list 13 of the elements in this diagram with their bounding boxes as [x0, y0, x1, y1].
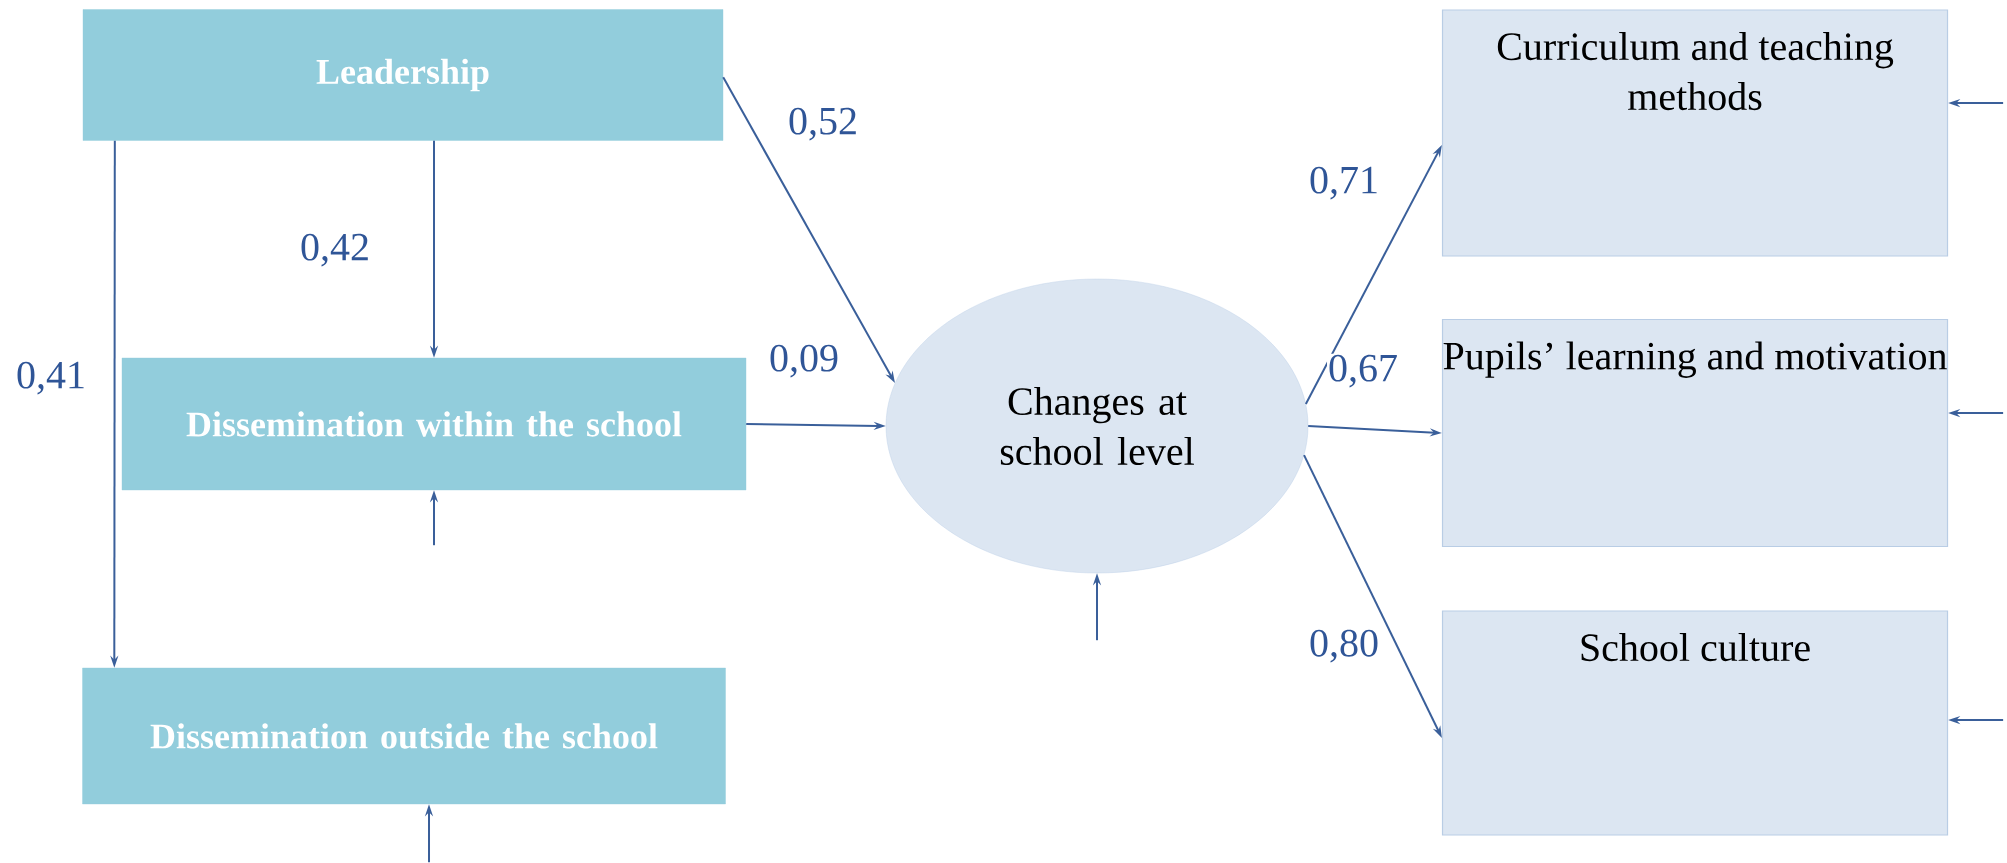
variable-box: Dissemination within the school	[121, 357, 747, 491]
indicator-box: Curriculum and teaching methods	[1441, 9, 1949, 257]
path-coefficient: 0,80	[1308, 628, 1380, 664]
variable-box: Leadership	[82, 9, 724, 141]
indicator-box: School culture	[1441, 610, 1949, 836]
variable-box: Dissemination outside the school	[82, 667, 726, 805]
path-coefficient: 0,41	[15, 360, 87, 396]
path-coefficient: 0,67	[1327, 353, 1399, 389]
path-coefficient: 0,52	[787, 106, 859, 142]
path-coefficient: 0,09	[768, 343, 840, 379]
path-coefficient: 0,42	[299, 232, 371, 268]
path-coefficient: 0,71	[1308, 165, 1380, 201]
indicator-box: Pupils’ learning and motivation	[1441, 318, 1949, 548]
